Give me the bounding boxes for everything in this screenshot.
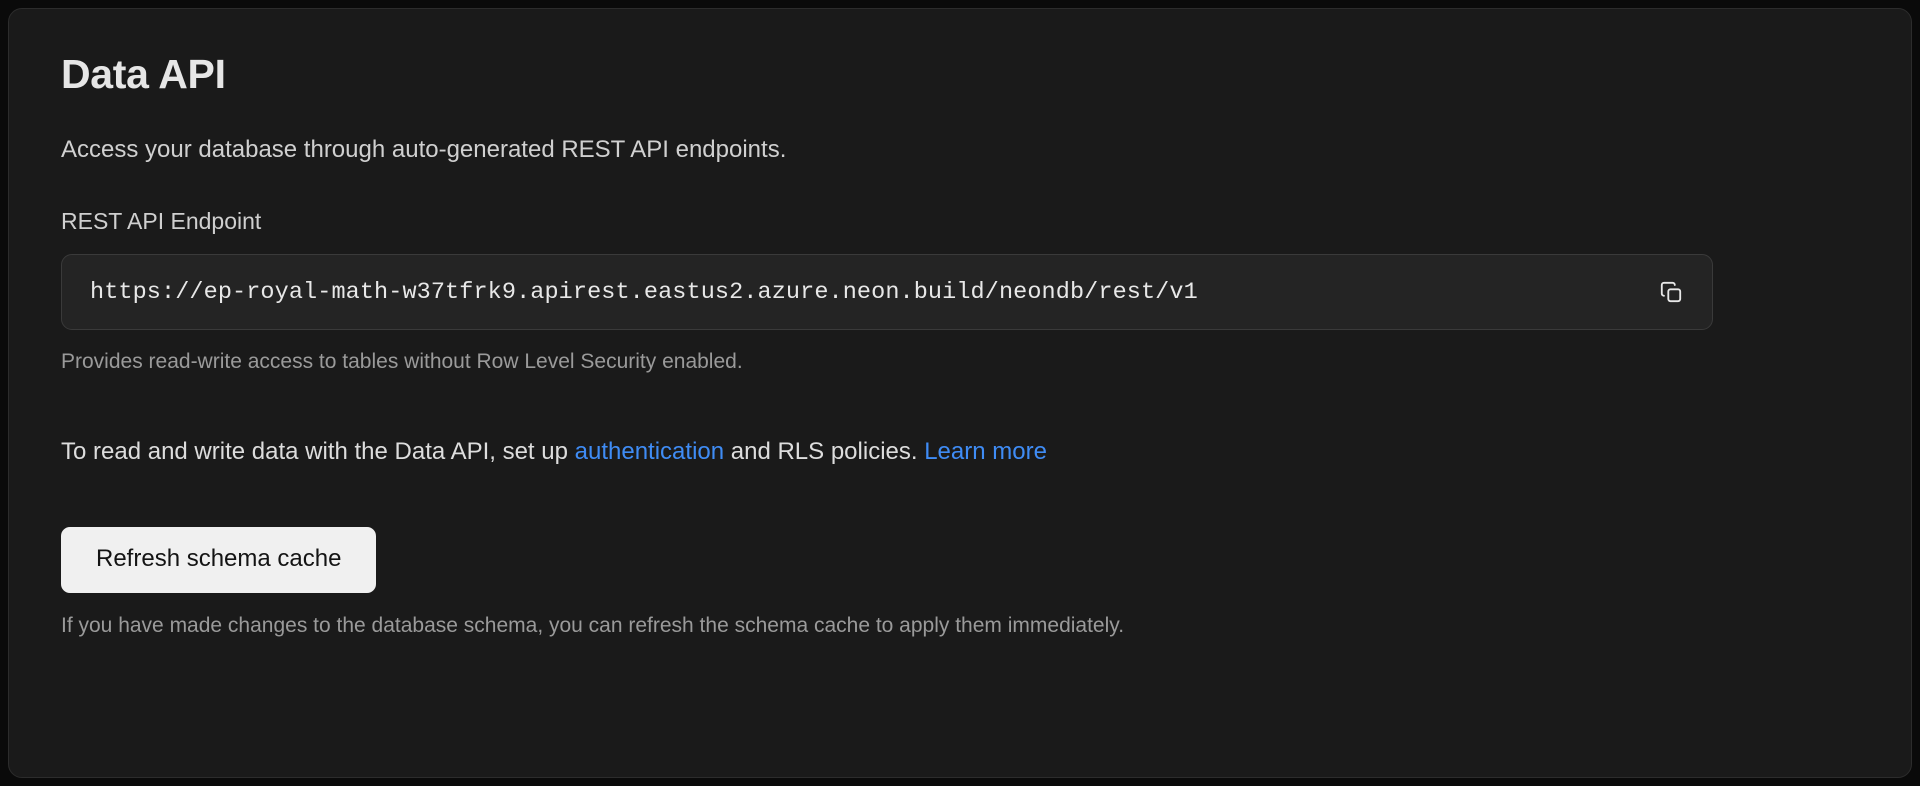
learn-more-link[interactable]: Learn more [924,438,1047,466]
page-title: Data API [61,51,226,97]
refresh-schema-row: Refresh schema cache [61,493,1859,593]
auth-setup-note: To read and write data with the Data API… [61,400,1859,468]
copy-icon [1658,279,1684,305]
auth-note-middle: and RLS policies. [724,438,925,466]
rest-api-endpoint-field: REST API Endpoint Provides read-write ac… [61,166,1859,376]
data-api-card: Data API Access your database through au… [8,8,1912,778]
refresh-schema-help-text: If you have made changes to the database… [61,613,1125,637]
endpoint-help-text: Provides read-write access to tables wit… [61,350,743,374]
rest-api-endpoint-input[interactable] [62,277,1712,307]
auth-note-lead: To read and write data with the Data API… [61,438,575,466]
refresh-schema-cache-button[interactable]: Refresh schema cache [61,526,377,593]
authentication-link[interactable]: authentication [574,438,725,466]
rest-api-endpoint-label: REST API Endpoint [61,208,262,235]
copy-endpoint-button[interactable] [1652,273,1690,311]
endpoint-input-container[interactable] [61,254,1713,331]
page-subtitle: Access your database through auto-genera… [61,136,787,164]
